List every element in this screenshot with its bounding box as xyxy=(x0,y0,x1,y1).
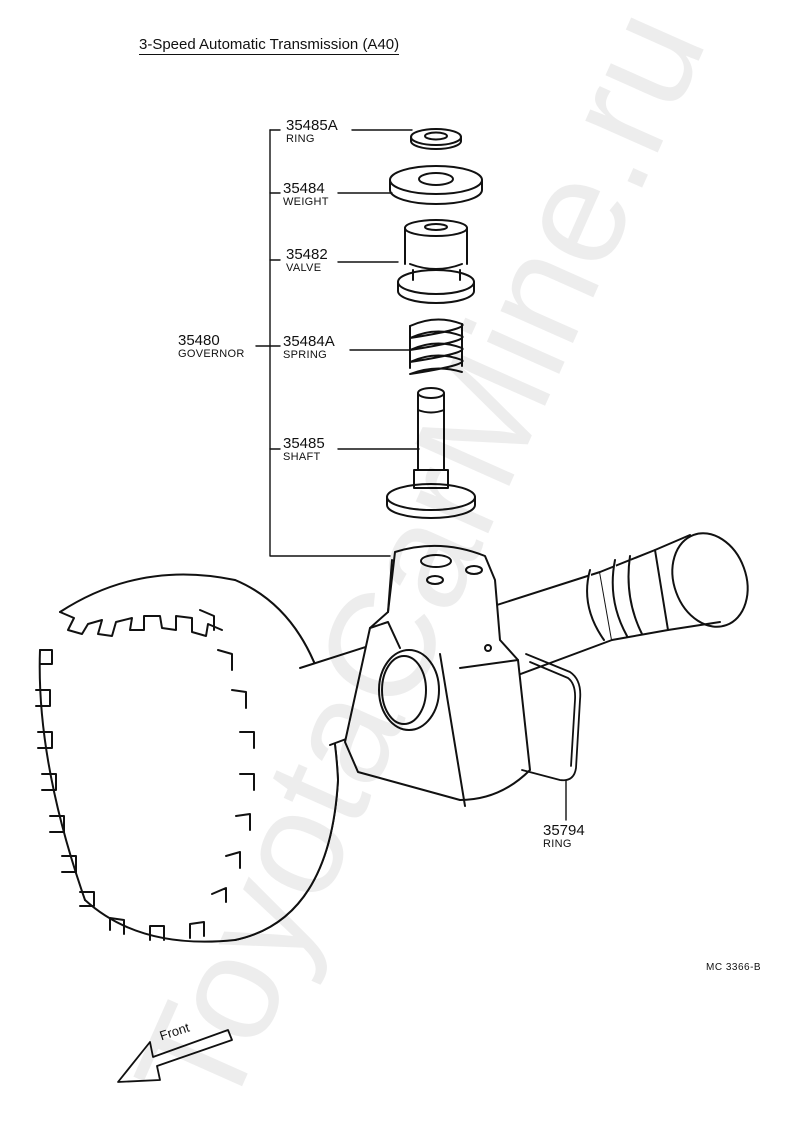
part-label-35484: 35484 WEIGHT xyxy=(283,181,329,208)
part-number: 35484A xyxy=(283,333,335,350)
part-name: SPRING xyxy=(283,349,327,361)
part-number: 35480 xyxy=(178,332,220,349)
part-name: VALVE xyxy=(286,262,322,274)
governor-body-drawing xyxy=(344,544,531,807)
leader-lines xyxy=(255,129,567,821)
weight-35484-drawing xyxy=(389,165,483,205)
ring-35794-drawing xyxy=(521,653,582,782)
part-label-35485a: 35485A RING xyxy=(286,118,338,145)
part-name: RING xyxy=(543,838,572,850)
part-number: 35485A xyxy=(286,117,338,134)
diagram-code: MC 3366-B xyxy=(706,962,762,973)
ring-35485a-drawing xyxy=(410,128,462,150)
part-name: WEIGHT xyxy=(283,196,329,208)
part-name: RING xyxy=(286,133,315,145)
part-label-35794: 35794 RING xyxy=(543,823,585,850)
part-number: 35485 xyxy=(283,435,325,452)
valve-35482-drawing xyxy=(397,219,475,304)
shaft-35485-drawing xyxy=(386,387,476,519)
exploded-parts-diagram xyxy=(35,128,749,1083)
part-number: 35482 xyxy=(286,246,328,263)
part-label-35480: 35480 GOVERNOR xyxy=(178,333,245,360)
part-number: 35794 xyxy=(543,822,585,839)
part-label-35482: 35482 VALVE xyxy=(286,247,328,274)
part-label-35484a: 35484A SPRING xyxy=(283,334,335,361)
part-name: SHAFT xyxy=(283,451,321,463)
part-number: 35484 xyxy=(283,180,325,197)
part-label-35485: 35485 SHAFT xyxy=(283,436,325,463)
spring-35484a-drawing xyxy=(409,318,464,375)
part-name: GOVERNOR xyxy=(178,348,245,360)
front-arrow-icon xyxy=(117,1029,233,1083)
page-title: 3-Speed Automatic Transmission (A40) xyxy=(139,36,400,55)
